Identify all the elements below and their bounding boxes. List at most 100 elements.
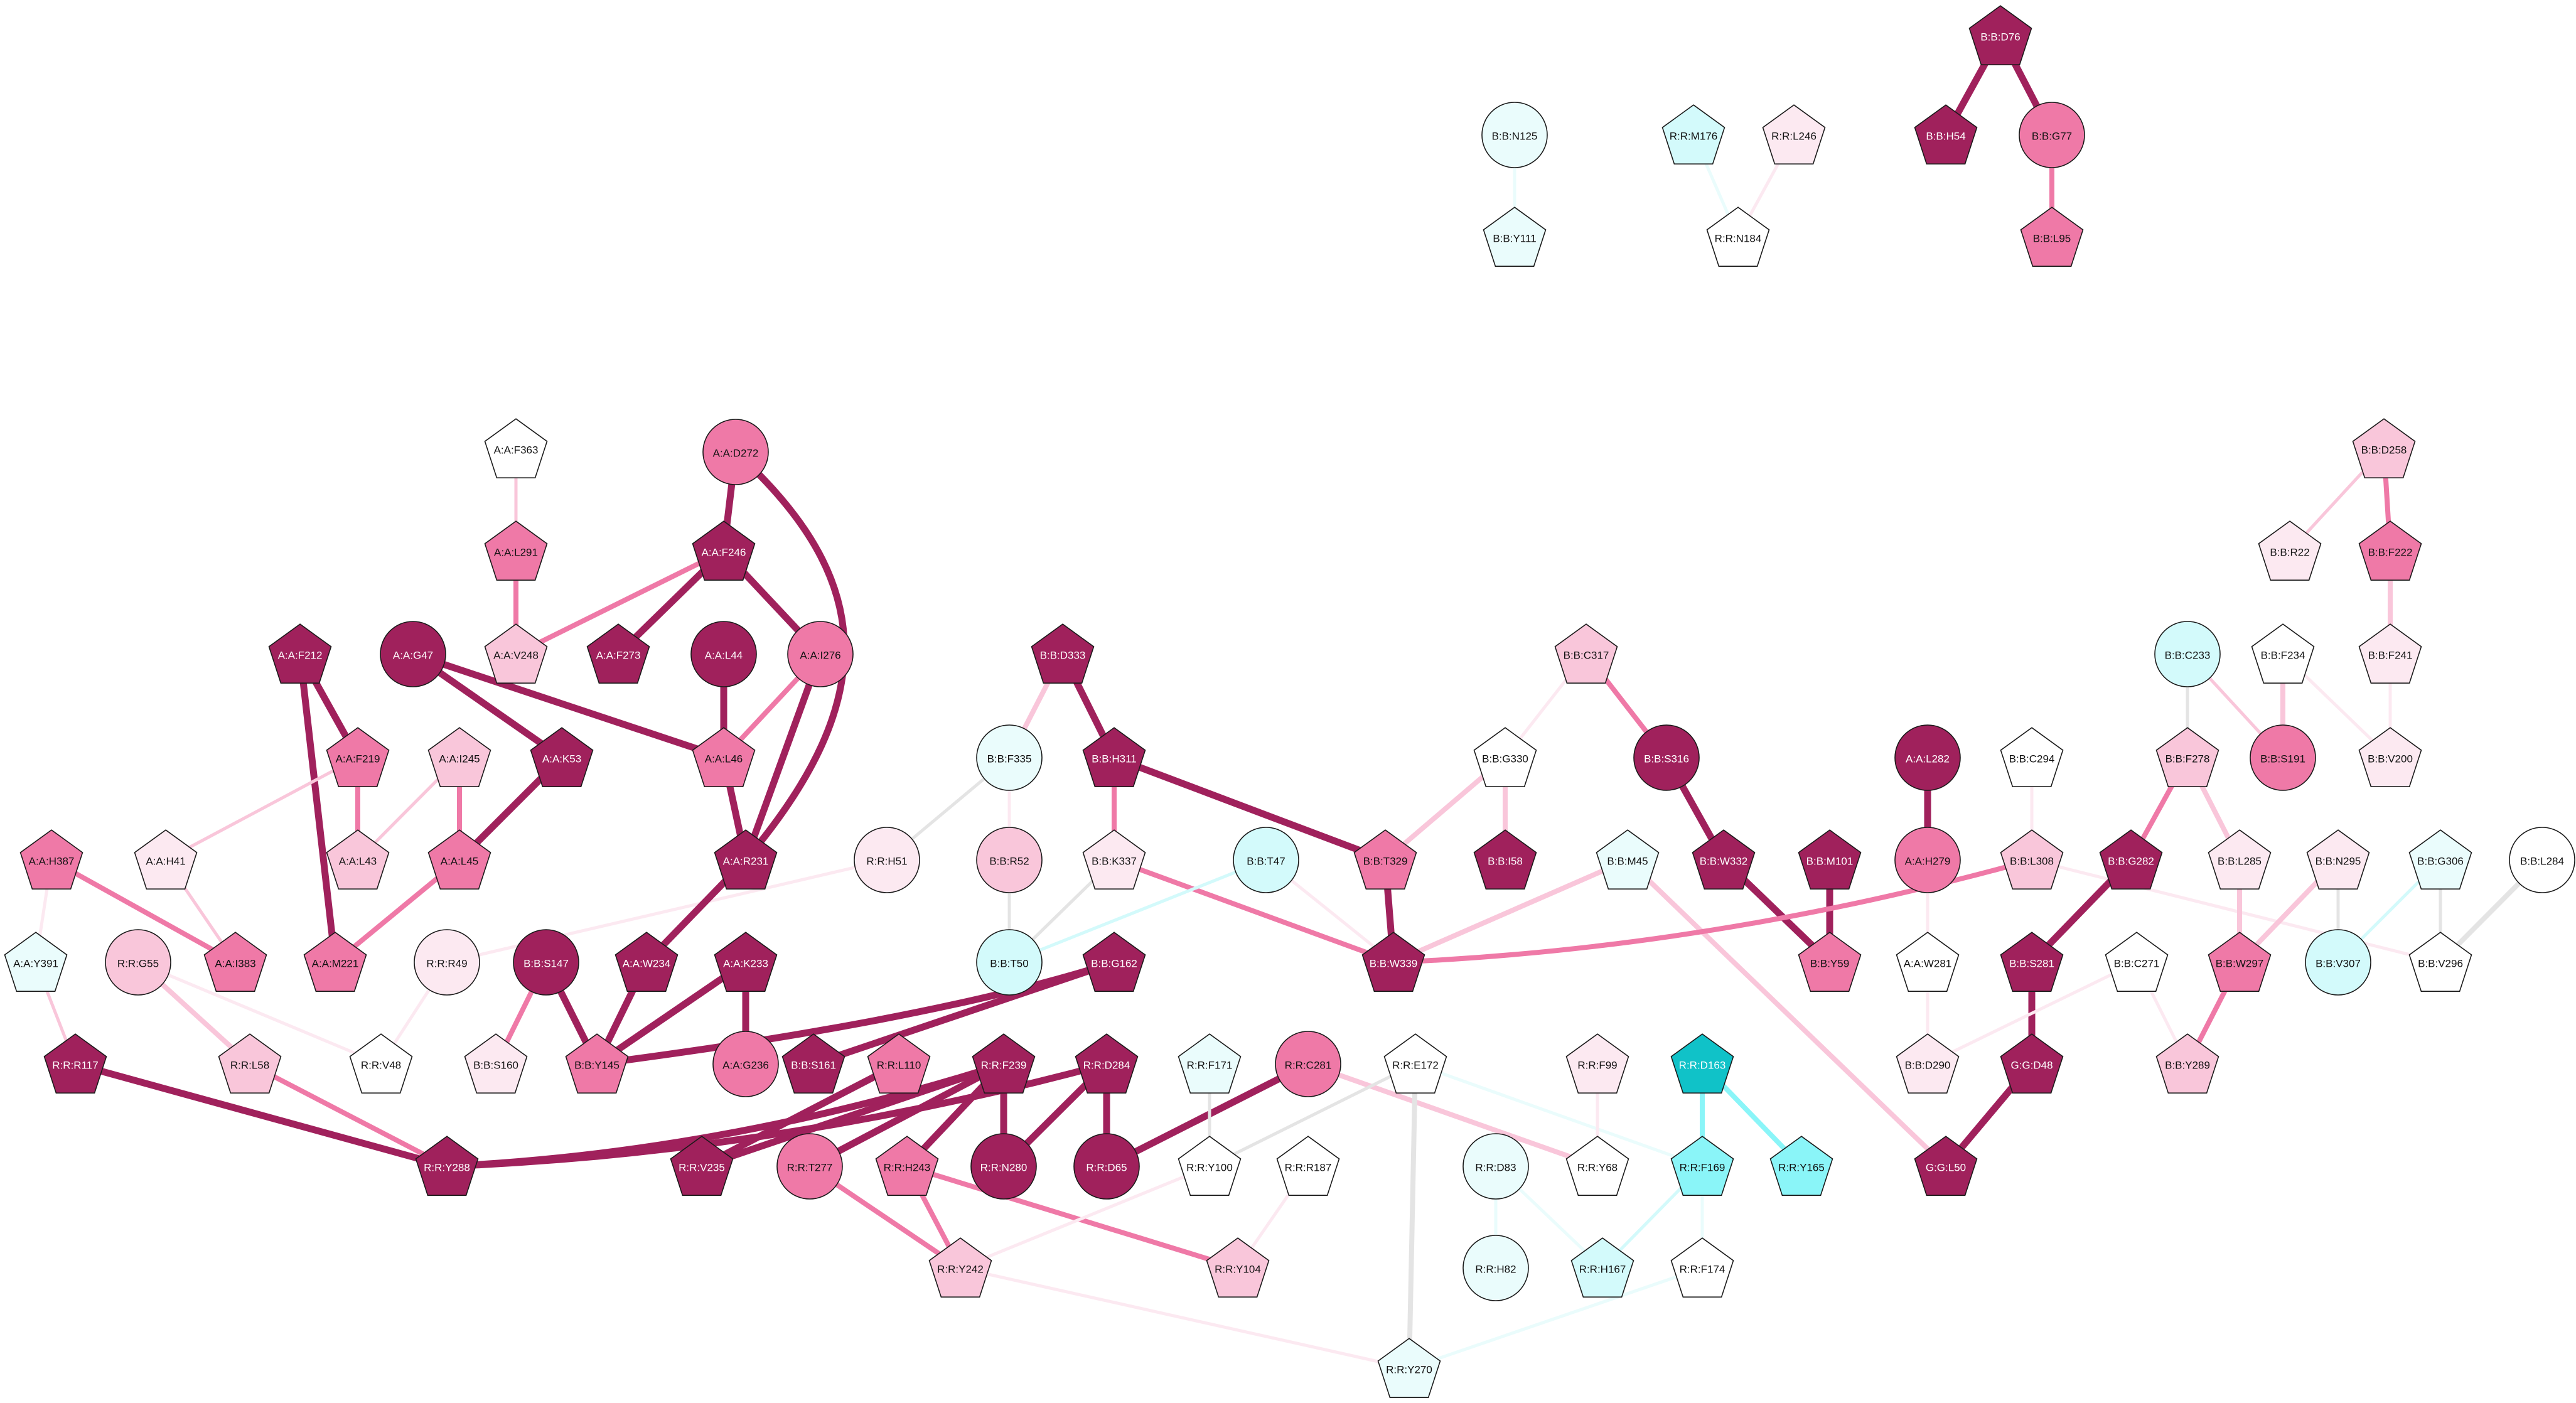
edge-RY100-RY242 (958, 1164, 1211, 1270)
node-BL284[interactable]: B:B:L284 (2509, 827, 2575, 893)
node-BG77[interactable]: B:B:G77 (2019, 102, 2085, 168)
node-pentagon (1483, 207, 1547, 267)
node-pentagon (1082, 829, 1146, 890)
edge-AF246-AV248 (513, 549, 726, 657)
edge-BL308-BV296 (2030, 858, 2442, 964)
node-BT50[interactable]: B:B:T50 (976, 929, 1043, 996)
edge-AH387-AI383 (49, 857, 238, 965)
node-RC281[interactable]: R:R:C281 (1275, 1031, 1341, 1097)
node-pentagon (2000, 727, 2064, 787)
node-BR52[interactable]: B:B:R52 (976, 827, 1043, 893)
node-pentagon (1798, 932, 1862, 992)
node-pentagon (326, 829, 390, 890)
edge-AI276-AR231 (742, 650, 824, 864)
node-RG55[interactable]: R:R:G55 (105, 929, 171, 996)
node-RN280[interactable]: R:R:N280 (970, 1133, 1037, 1200)
node-pentagon (1762, 104, 1826, 165)
node-BS316[interactable]: B:B:S316 (1633, 724, 1700, 791)
edge-BH311-BT329 (1110, 754, 1389, 864)
node-pentagon (1082, 727, 1146, 787)
edge-RG55-RV48 (136, 960, 383, 1066)
node-pentagon (1896, 932, 1960, 992)
node-RD83[interactable]: R:R:D83 (1462, 1133, 1529, 1200)
node-pentagon (1596, 829, 1660, 890)
node-pentagon (218, 1033, 282, 1094)
node-RT277[interactable]: R:R:T277 (776, 1133, 843, 1200)
edge-BT47-BT50 (1007, 858, 1268, 964)
node-BT47[interactable]: B:B:T47 (1233, 827, 1299, 893)
node-pentagon (1565, 1136, 1629, 1196)
node-AI276[interactable]: A:A:I276 (787, 621, 854, 687)
node-circle (1073, 1133, 1140, 1200)
node-AL44[interactable]: A:A:L44 (690, 621, 757, 687)
node-pentagon (303, 932, 367, 992)
node-pentagon (928, 1237, 992, 1298)
edge-RL58-RY288 (247, 1062, 449, 1169)
node-circle (1894, 724, 1961, 791)
node-circle (105, 929, 171, 996)
node-circle (1894, 827, 1961, 893)
node-RR49[interactable]: R:R:R49 (414, 929, 480, 996)
node-RH82[interactable]: R:R:H82 (1462, 1235, 1529, 1301)
node-pentagon (1914, 104, 1978, 165)
node-pentagon (1075, 1033, 1139, 1094)
node-AL282[interactable]: A:A:L282 (1894, 724, 1961, 791)
node-pentagon (614, 932, 679, 992)
node-pentagon (1361, 932, 1425, 992)
edge-AG47-AL46 (409, 650, 727, 761)
node-pentagon (2352, 418, 2416, 479)
node-pentagon (1554, 623, 1618, 684)
node-BV307[interactable]: B:B:V307 (2305, 929, 2371, 996)
edge-RF239-RT277 (806, 1060, 1007, 1170)
edge-RF239-RV235 (698, 1060, 1007, 1170)
edge-RE172-RY270 (1407, 1062, 1418, 1371)
node-pentagon (1178, 1033, 1242, 1094)
node-pentagon (326, 727, 390, 787)
node-pentagon (2251, 623, 2315, 684)
edge-BY145-BG162 (593, 959, 1118, 1068)
node-pentagon (1692, 829, 1756, 890)
node-pentagon (1670, 1136, 1734, 1196)
node-circle (776, 1133, 843, 1200)
node-pentagon (2105, 932, 2169, 992)
node-pentagon (2000, 829, 2064, 890)
edge-RY242-RY270 (958, 1266, 1411, 1370)
node-pentagon (1670, 1033, 1734, 1094)
node-circle (854, 827, 920, 893)
node-pentagon (1206, 1237, 1270, 1298)
node-BN125[interactable]: B:B:N125 (1481, 102, 1548, 168)
node-BF335[interactable]: B:B:F335 (976, 724, 1043, 791)
node-pentagon (972, 1033, 1036, 1094)
node-pentagon (427, 727, 491, 787)
node-pentagon (1377, 1338, 1441, 1398)
node-BC233[interactable]: B:B:C233 (2154, 621, 2221, 687)
edge-BC271-BD290 (1926, 960, 2139, 1066)
node-pentagon (1353, 829, 1417, 890)
node-RH51[interactable]: R:R:H51 (854, 827, 920, 893)
node-circle (1462, 1235, 1529, 1301)
edge-BM45-BW339 (1391, 857, 1630, 965)
node-AD272[interactable]: A:A:D272 (702, 419, 769, 485)
node-AG236[interactable]: A:A:G236 (712, 1031, 779, 1097)
node-pentagon (1896, 1033, 1960, 1094)
node-circle (1275, 1031, 1341, 1097)
node-pentagon (2155, 727, 2219, 787)
edge-RE172-RF169 (1414, 1062, 1704, 1168)
node-circle (2019, 102, 2085, 168)
node-pentagon (2099, 829, 2163, 890)
node-RD65[interactable]: R:R:D65 (1073, 1133, 1140, 1200)
node-BS191[interactable]: B:B:S191 (2250, 724, 2316, 791)
node-AH279[interactable]: A:A:H279 (1894, 827, 1961, 893)
node-BS147[interactable]: B:B:S147 (513, 929, 579, 996)
node-pentagon (1706, 207, 1770, 267)
node-pentagon (1914, 1136, 1978, 1196)
node-pentagon (1473, 829, 1537, 890)
node-pentagon (1276, 1136, 1340, 1196)
node-pentagon (4, 932, 68, 992)
node-pentagon (2020, 207, 2084, 267)
edge-RH243-RY104 (904, 1164, 1240, 1271)
node-AG47[interactable]: A:A:G47 (380, 621, 446, 687)
node-pentagon (875, 1136, 939, 1196)
node-pentagon (781, 1033, 845, 1094)
